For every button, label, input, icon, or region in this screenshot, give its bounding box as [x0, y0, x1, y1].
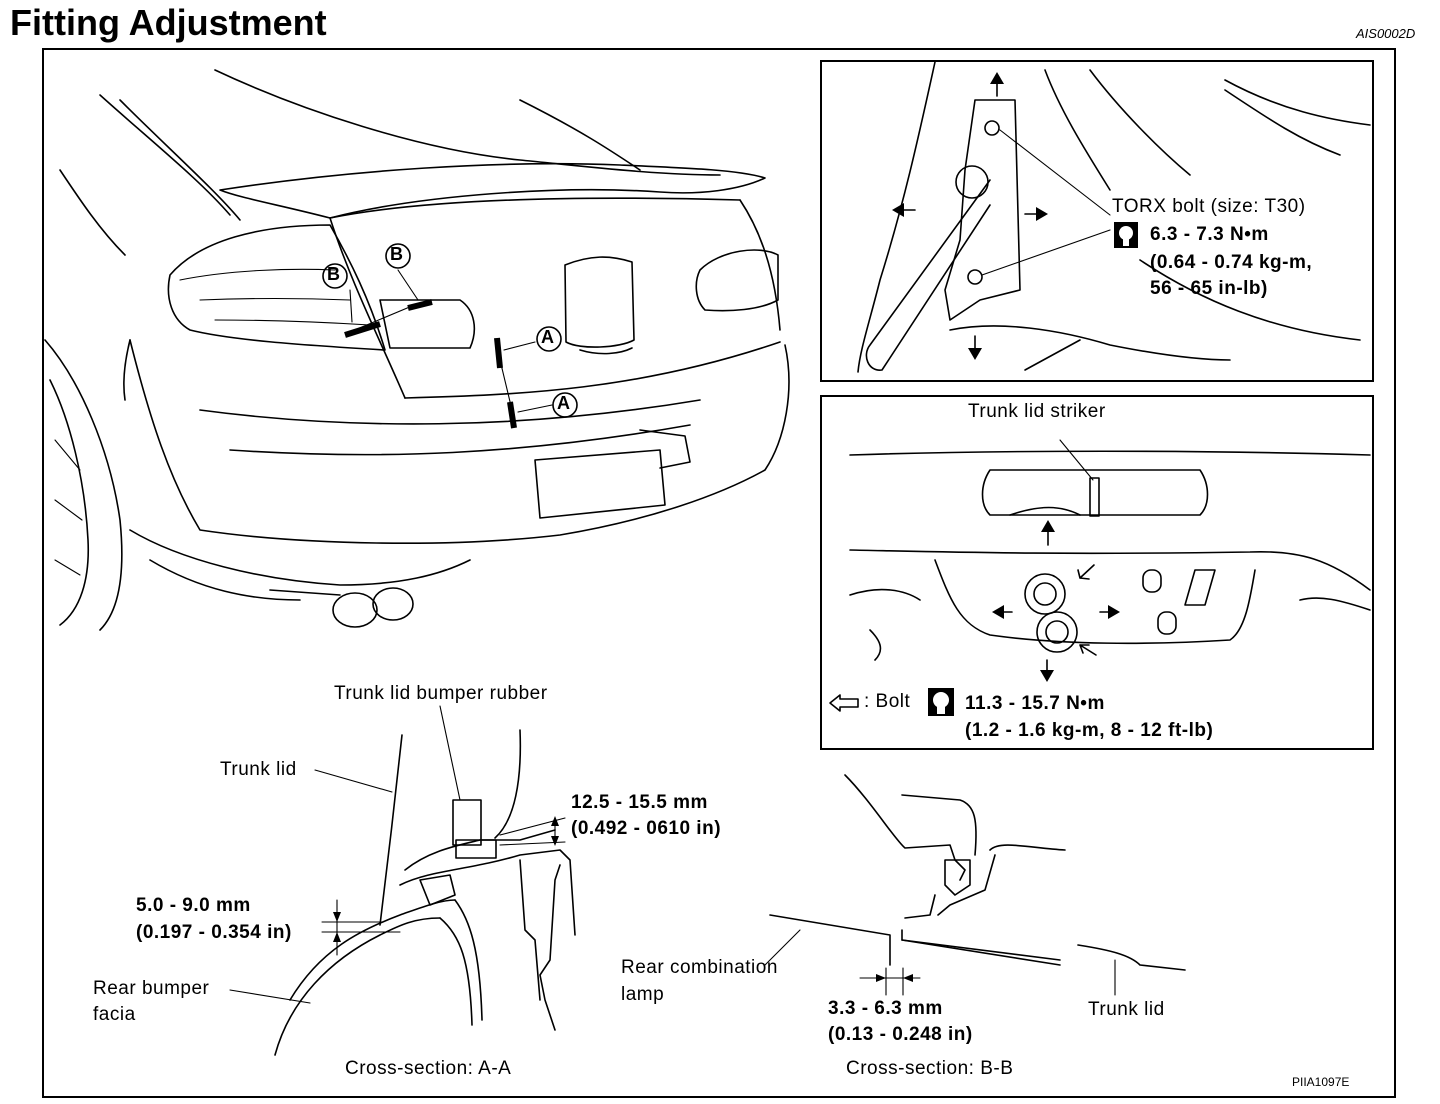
reference-code: AIS0002D [1356, 26, 1416, 41]
marker-a-label-2: A [557, 393, 570, 413]
gap-dim-in: (0.197 - 0.354 in) [136, 922, 292, 943]
figure-frame [42, 48, 1396, 1098]
striker-torque-nm: 11.3 - 15.7 N•m [965, 693, 1105, 714]
striker-label: Trunk lid striker [968, 401, 1106, 422]
trunk-lid-label-b: Trunk lid [1088, 999, 1165, 1020]
marker-b-label: B [327, 264, 340, 284]
cross-section-b-illustration [764, 774, 1186, 996]
section-a-caption: Cross-section: A-A [345, 1058, 512, 1079]
torx-hinge-illustration [857, 61, 1371, 373]
lamp-gap-dim-in: (0.13 - 0.248 in) [828, 1024, 973, 1045]
trunk-lid-label-a: Trunk lid [220, 759, 297, 780]
rubber-dim-in: (0.492 - 0610 in) [571, 818, 722, 839]
striker-torque-kgm: (1.2 - 1.6 kg-m, 8 - 12 ft-lb) [965, 720, 1214, 741]
figure-id: PIIA1097E [1292, 1075, 1350, 1089]
marker-b-label-2: B [390, 244, 403, 264]
lamp-label-1: Rear combination [621, 957, 778, 978]
torx-bolt-label: TORX bolt (size: T30) [1112, 196, 1306, 217]
bumper-rubber-label: Trunk lid bumper rubber [334, 683, 548, 704]
section-b-caption: Cross-section: B-B [846, 1058, 1014, 1079]
bumper-facia-label-2: facia [93, 1004, 136, 1025]
page-title: Fitting Adjustment [10, 2, 327, 43]
torx-torque-nm: 6.3 - 7.3 N•m [1150, 224, 1269, 245]
torx-torque-inlb: 56 - 65 in-lb) [1150, 278, 1268, 299]
torx-torque-kgm: (0.64 - 0.74 kg-m, [1150, 252, 1313, 273]
lamp-gap-dim-mm: 3.3 - 6.3 mm [828, 998, 943, 1019]
torx-bolt-panel [820, 60, 1374, 382]
rubber-dim-mm: 12.5 - 15.5 mm [571, 792, 708, 813]
marker-a-label: A [541, 327, 554, 347]
bumper-facia-label-1: Rear bumper [93, 978, 210, 999]
cross-section-a-illustration [229, 705, 576, 1056]
lamp-label-2: lamp [621, 984, 665, 1005]
car-rear-illustration [44, 69, 790, 631]
striker-illustration [829, 439, 1371, 716]
gap-dim-mm: 5.0 - 9.0 mm [136, 895, 251, 916]
striker-panel [820, 395, 1374, 750]
bolt-legend-label: : Bolt [864, 691, 911, 712]
